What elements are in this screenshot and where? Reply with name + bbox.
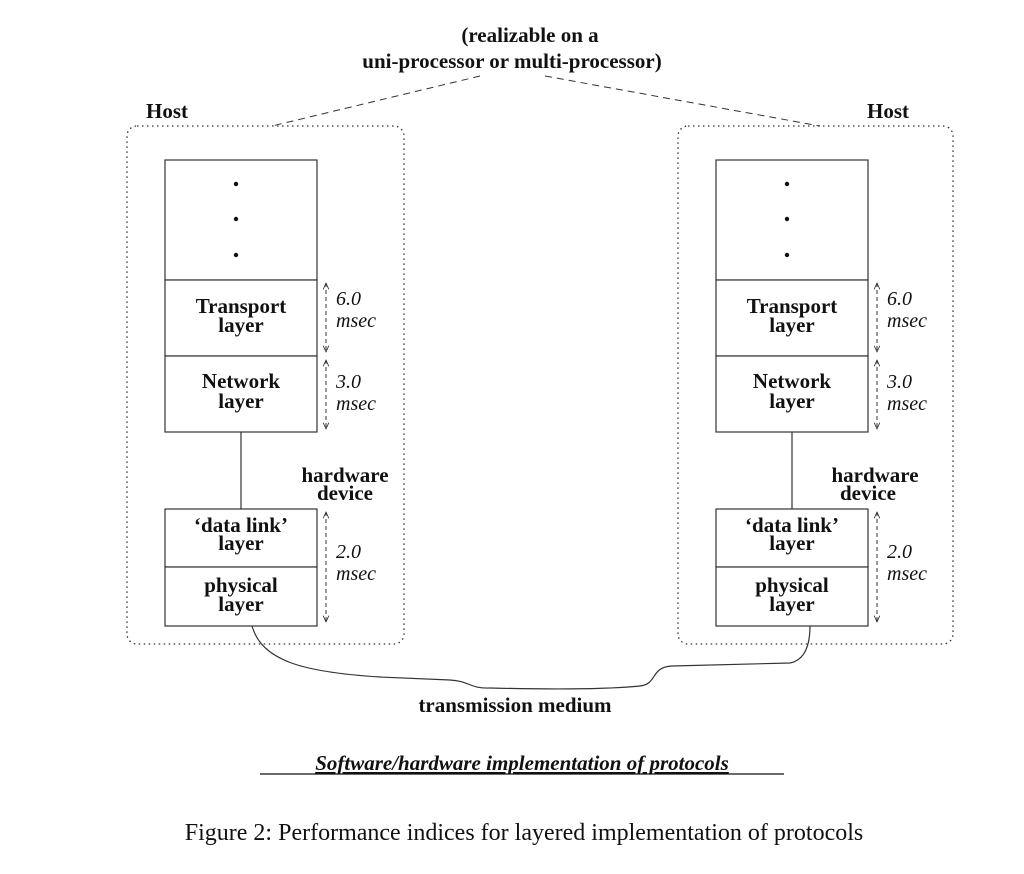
transport-layer-label: Transport — [196, 294, 287, 318]
transport-layer-box — [715, 279, 869, 357]
datalink-layer-label: ‘data link’ — [194, 513, 288, 537]
host-left: Host Transport layer Network layer hardw… — [126, 99, 405, 645]
transport-timing-value: 6.0 — [887, 288, 912, 310]
physical-layer-label: physical — [755, 573, 829, 597]
transport-layer-box — [164, 279, 318, 357]
lower-timing-value: 2.0 — [887, 541, 912, 563]
host-right: Host Transport layer Network layer hardw… — [677, 99, 954, 645]
network-layer-label: Network — [753, 369, 831, 393]
lower-timing-value: 2.0 — [336, 541, 361, 563]
transmission-medium-cable — [251, 625, 811, 690]
lower-timing-unit: msec — [887, 563, 927, 585]
upper-layers-box — [164, 159, 318, 281]
physical-layer-label: physical — [204, 573, 278, 597]
network-timing-unit: msec — [887, 393, 927, 415]
physical-layer-box — [164, 566, 318, 627]
figure-caption: Figure 2: Performance indices for layere… — [185, 820, 863, 846]
network-layer-box — [164, 355, 318, 433]
network-timing-unit: msec — [336, 393, 376, 415]
network-layer-label: layer — [218, 389, 263, 413]
network-timing-value: 3.0 — [886, 371, 912, 393]
hardware-device-label: hardware — [831, 463, 918, 487]
network-layer-label: Network — [202, 369, 280, 393]
ellipsis-dot — [233, 216, 239, 222]
ellipsis-dot — [784, 216, 790, 222]
network-timing-value: 3.0 — [335, 371, 361, 393]
datalink-layer-label: layer — [218, 531, 263, 555]
transport-layer-label: layer — [769, 313, 814, 337]
upper-layers-box — [715, 159, 869, 281]
top-note-line-1: (realizable on a — [461, 23, 599, 47]
diagram-subtitle: Software/hardware implementation of prot… — [315, 751, 729, 775]
transport-timing-unit: msec — [336, 310, 376, 332]
network-layer-label: layer — [769, 389, 814, 413]
physical-layer-label: layer — [769, 592, 814, 616]
ellipsis-dot — [784, 252, 790, 258]
host-label: Host — [867, 99, 909, 123]
ellipsis-dot — [233, 252, 239, 258]
transport-layer-label: layer — [218, 313, 263, 337]
host-label: Host — [146, 99, 188, 123]
datalink-layer-box — [715, 508, 869, 568]
datalink-layer-label: ‘data link’ — [745, 513, 839, 537]
transport-timing-value: 6.0 — [336, 288, 361, 310]
hardware-device-label: device — [317, 481, 373, 505]
physical-layer-label: layer — [218, 592, 263, 616]
top-note-line-2: uni-processor or multi-processor) — [362, 49, 661, 73]
hardware-device-label: hardware — [301, 463, 388, 487]
note-connector-left — [271, 75, 481, 127]
hardware-device-label: device — [840, 481, 896, 505]
lower-timing-unit: msec — [336, 563, 376, 585]
network-layer-box — [715, 355, 869, 433]
ellipsis-dot — [784, 181, 790, 187]
transport-layer-label: Transport — [747, 294, 838, 318]
transmission-medium-label: transmission medium — [418, 693, 612, 717]
datalink-layer-label: layer — [769, 531, 814, 555]
transport-timing-unit: msec — [887, 310, 927, 332]
physical-layer-box — [715, 566, 869, 627]
note-connector-right — [544, 75, 821, 127]
ellipsis-dot — [233, 181, 239, 187]
